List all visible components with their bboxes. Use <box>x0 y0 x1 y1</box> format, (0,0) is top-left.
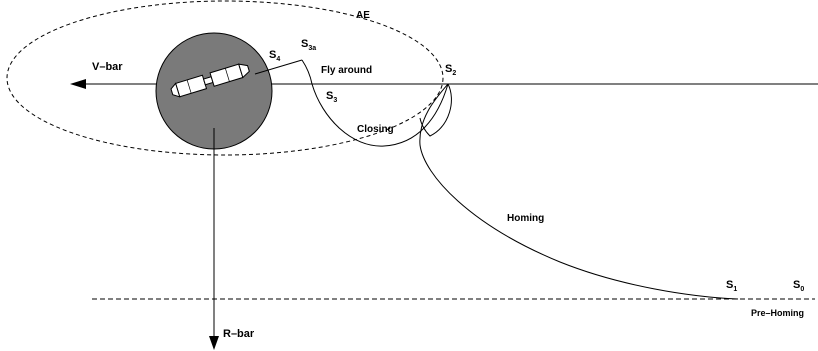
r-bar-arrowhead <box>209 336 219 350</box>
fly-around-segment <box>254 59 303 75</box>
approach-ellipsoid <box>6 0 444 156</box>
homing-loop <box>419 83 452 137</box>
fly-around-label: Fly around <box>321 65 372 76</box>
point-s3-label: S3 <box>326 90 337 104</box>
spacecraft <box>170 63 250 98</box>
v-bar-arrowhead <box>70 79 86 89</box>
homing-label: Homing <box>507 213 544 224</box>
point-s2-label: S2 <box>445 63 456 77</box>
point-s0-label: S0 <box>793 279 804 293</box>
point-s1-label: S1 <box>726 279 737 293</box>
closing-label: Closing <box>357 124 394 135</box>
r-bar-label: R–bar <box>223 328 255 340</box>
point-s4-label: S4 <box>269 49 280 63</box>
ae-label: AE <box>356 10 370 21</box>
v-bar-label: V–bar <box>92 61 123 73</box>
point-s3a-label: S3a <box>301 38 316 52</box>
pre-homing-label: Pre–Homing <box>751 308 804 318</box>
closing-trajectory <box>301 59 449 147</box>
homing-trajectory <box>419 83 739 300</box>
